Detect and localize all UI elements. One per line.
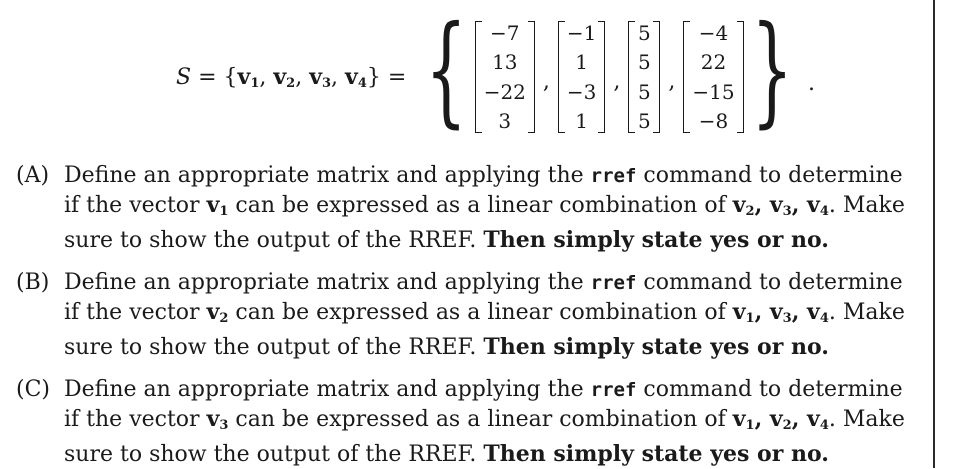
entry: 5 <box>638 79 651 104</box>
instruction: Then simply state yes or no. <box>483 334 829 360</box>
entry: 5 <box>638 21 651 45</box>
command-name: rref <box>590 379 637 401</box>
question-text: Define an appropriate matrix and applyin… <box>64 161 921 255</box>
text: can be expressed as a linear combination… <box>228 193 733 218</box>
entry: 5 <box>638 108 651 133</box>
text: . Make sure to show the output of the RR… <box>64 193 905 253</box>
vector-column-v2: −1 1 −3 1 <box>557 19 606 135</box>
entry: 3 <box>498 108 512 133</box>
command-name: rref <box>590 165 637 187</box>
question-label: (C) <box>16 377 50 402</box>
entry: 5 <box>638 50 651 75</box>
other-vectors: v1, v2, v4 <box>732 406 829 433</box>
entry: −8 <box>698 108 729 133</box>
question-b: (B) Define an appropriate matrix and app… <box>16 268 921 362</box>
entry: −7 <box>490 21 520 45</box>
entry: −3 <box>566 79 597 104</box>
question-text: Define an appropriate matrix and applyin… <box>64 375 921 469</box>
instruction: Then simply state yes or no. <box>483 441 829 467</box>
text: Define an appropriate matrix and applyin… <box>64 377 591 402</box>
comma: , <box>613 68 621 94</box>
equals-sign: = <box>198 64 217 90</box>
text: command to determine if the vector <box>64 377 903 432</box>
comma: , <box>668 68 676 94</box>
other-vectors: v1, v3, v4 <box>732 299 829 326</box>
question-c: (C) Define an appropriate matrix and app… <box>16 375 921 469</box>
period: . <box>807 70 815 96</box>
vector-name-1: v1 <box>237 63 260 91</box>
question-a: (A) Define an appropriate matrix and app… <box>16 161 921 255</box>
vector-column-v4: −4 22 −15 −8 <box>683 19 744 135</box>
entry: 1 <box>575 50 588 75</box>
command-name: rref <box>590 272 637 294</box>
entry: 1 <box>575 108 588 133</box>
vector-name-2: v2 <box>273 63 296 91</box>
comma: , <box>542 68 550 94</box>
entry: −1 <box>566 21 597 45</box>
target-vector: v1 <box>206 192 229 219</box>
text: Define an appropriate matrix and applyin… <box>64 270 591 295</box>
vector-name-3: v3 <box>309 63 332 91</box>
other-vectors: v2, v3, v4 <box>732 192 829 219</box>
text: . Make sure to show the output of the RR… <box>64 407 905 467</box>
left-brace: { <box>425 1 468 140</box>
vector-column-v3: 5 5 5 5 <box>628 19 661 135</box>
question-label: (B) <box>16 270 50 295</box>
page-right-border <box>933 0 935 468</box>
text: command to determine if the vector <box>64 270 903 325</box>
set-definition-lhs: S = {v1, v2, v3, v4} = <box>176 63 407 91</box>
entry: −4 <box>698 21 729 45</box>
set-symbol: S <box>176 64 192 90</box>
set-equation: S = {v1, v2, v3, v4} = { −7 13 −22 3 , −… <box>176 11 815 138</box>
target-vector: v3 <box>206 406 229 433</box>
entry: 22 <box>700 50 727 75</box>
right-brace: } <box>750 1 793 140</box>
text: . Make sure to show the output of the RR… <box>64 300 905 360</box>
entry: −15 <box>692 79 735 104</box>
question-text: Define an appropriate matrix and applyin… <box>64 268 921 362</box>
text: command to determine if the vector <box>64 163 903 218</box>
equals-sign: = <box>387 64 407 90</box>
question-label: (A) <box>16 163 50 188</box>
instruction: Then simply state yes or no. <box>483 227 829 253</box>
vector-name-4: v4 <box>345 63 367 91</box>
text: Define an appropriate matrix and applyin… <box>64 163 591 188</box>
text: can be expressed as a linear combination… <box>228 407 733 432</box>
entry: 13 <box>492 50 518 75</box>
entry: −22 <box>483 79 526 104</box>
target-vector: v2 <box>206 299 229 326</box>
vector-column-v1: −7 13 −22 3 <box>474 19 536 135</box>
text: can be expressed as a linear combination… <box>228 300 733 325</box>
